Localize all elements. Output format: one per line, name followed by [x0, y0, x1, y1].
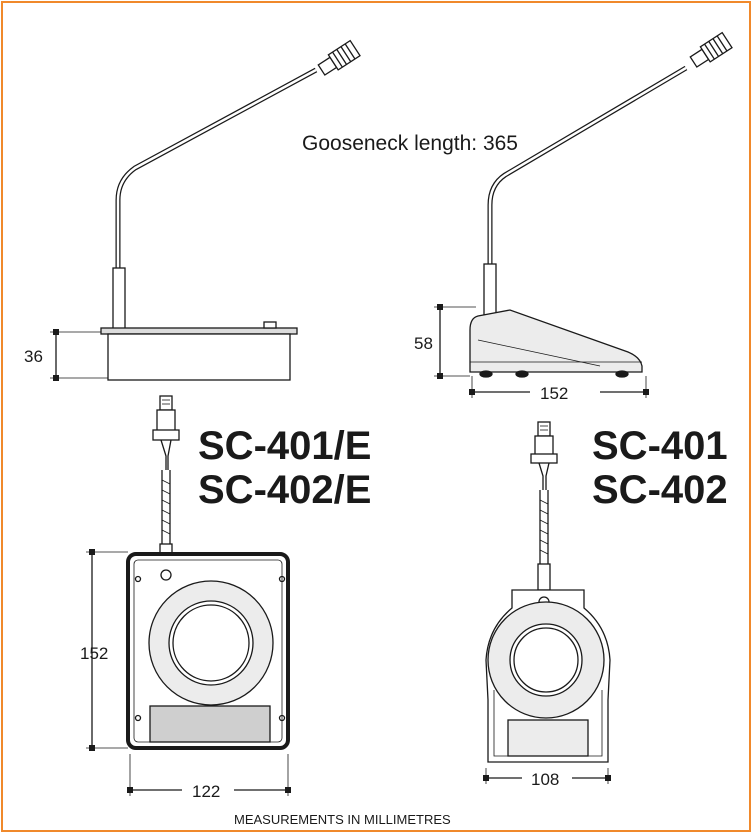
gooseneck-length-label: Gooseneck length: 365 [302, 132, 518, 155]
dim-label-152-depth: 152 [540, 384, 568, 403]
flush-unit-top-view [126, 395, 290, 750]
stem [112, 267, 126, 331]
model-name-se-401e: SC-401/E [198, 424, 371, 468]
mic-head-right [689, 31, 733, 68]
units-footnote: MEASUREMENTS IN MILLIMETRES [234, 812, 451, 827]
flange [100, 327, 298, 335]
model-name-se-402e: SC-402/E [198, 468, 371, 512]
label-plate [149, 705, 271, 743]
model-name-sc-401: SC-401 [592, 424, 728, 468]
gooseneck [115, 67, 318, 272]
desktop-unit-top-view [485, 421, 611, 763]
stem-right [483, 263, 497, 317]
dim-label-58: 58 [414, 334, 433, 353]
model-name-sc-402: SC-402 [592, 468, 728, 512]
flex-cable-left [161, 470, 171, 544]
mic-head [317, 39, 361, 76]
dim-label-36: 36 [24, 347, 43, 366]
flush-unit-side-view [100, 39, 361, 381]
wedge-base [469, 309, 643, 373]
dim-label-122: 122 [192, 782, 220, 801]
desktop-unit-side-view [469, 31, 733, 378]
dim-line-36 [50, 331, 108, 379]
recessed-body [107, 333, 291, 381]
dimension-ticks [53, 304, 649, 793]
dim-label-108: 108 [531, 770, 559, 789]
dim-label-152-height: 152 [80, 644, 108, 663]
flex-cable-right [539, 490, 549, 564]
gooseneck-right [487, 65, 688, 268]
